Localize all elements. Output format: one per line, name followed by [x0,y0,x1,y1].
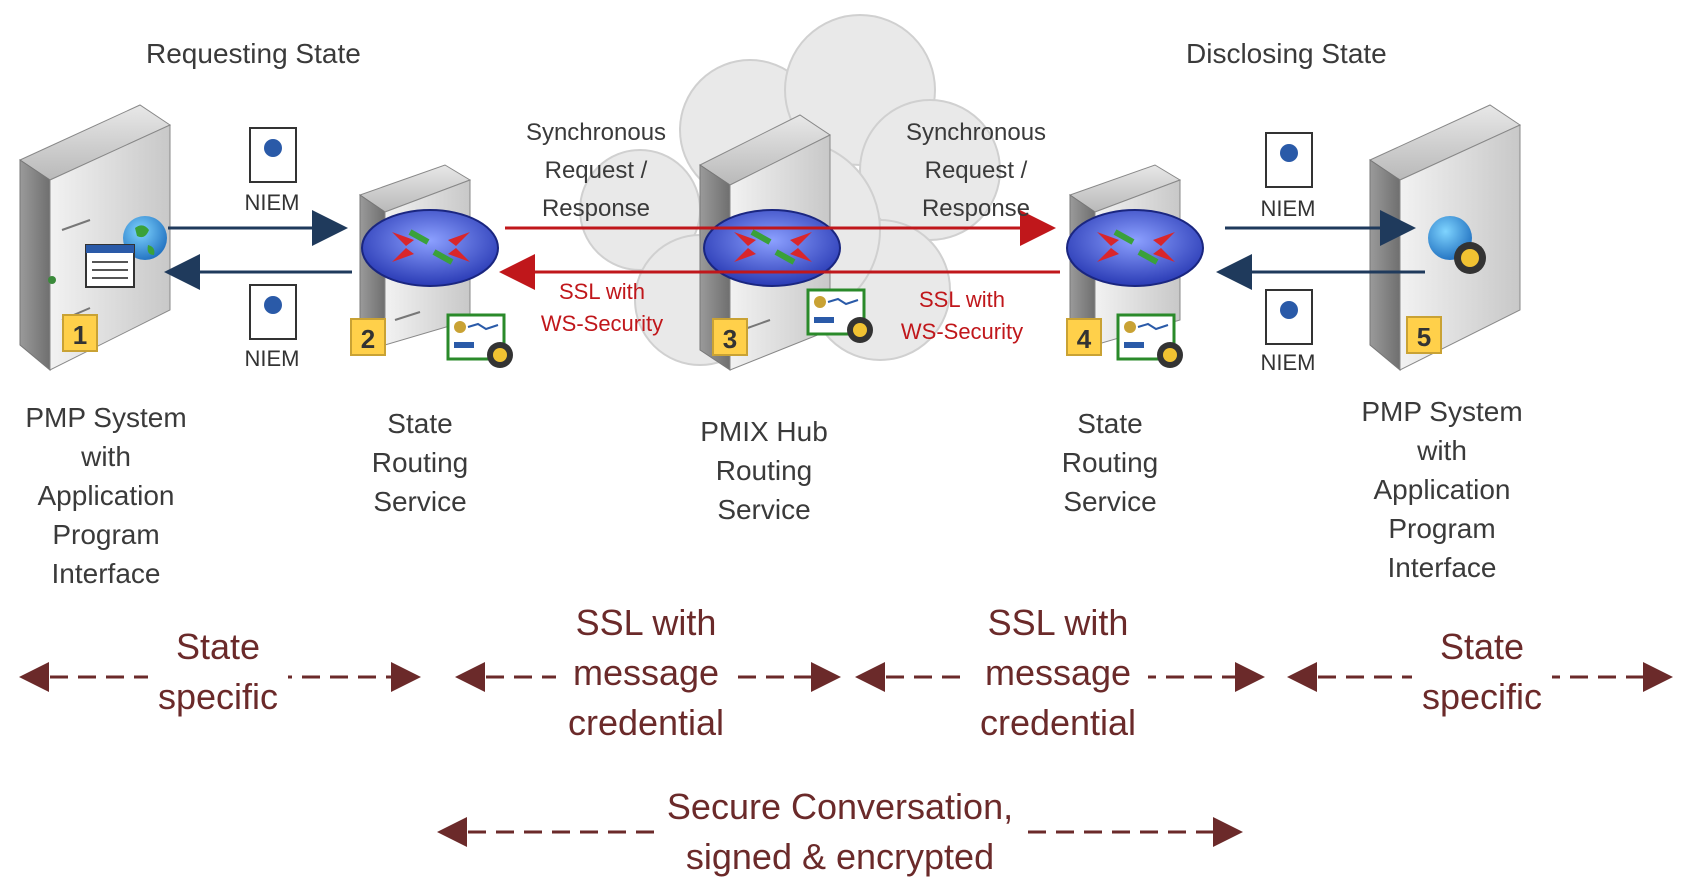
node-badge-4: 4 [1066,318,1102,356]
server-icon-1 [18,104,172,372]
niem-label: NIEM [244,346,300,371]
router-icon-4 [1066,209,1204,287]
niem-globe-icon [264,139,1298,319]
region-title-disclosing: Disclosing State [1186,38,1387,69]
application-window-icon [85,216,167,288]
conversation-label: Secure Conversation,signed & encrypted [660,782,1020,882]
niem-label: NIEM [1260,350,1316,375]
router-icon-3 [703,209,841,287]
niem-label: NIEM [1260,196,1316,221]
node-badge-5: 5 [1406,316,1442,354]
region-title-requesting: Requesting State [146,38,361,69]
certificate-icon-3 [806,288,873,343]
node-badge-3: 3 [712,318,748,356]
node-badge-1: 1 [62,314,98,352]
certificate-icon-2 [446,313,513,368]
node-badge-2: 2 [350,318,386,356]
niem-label: NIEM [244,190,300,215]
router-icon-2 [361,209,499,287]
gear-icon [1428,216,1486,274]
certificate-icon-4 [1116,313,1183,368]
